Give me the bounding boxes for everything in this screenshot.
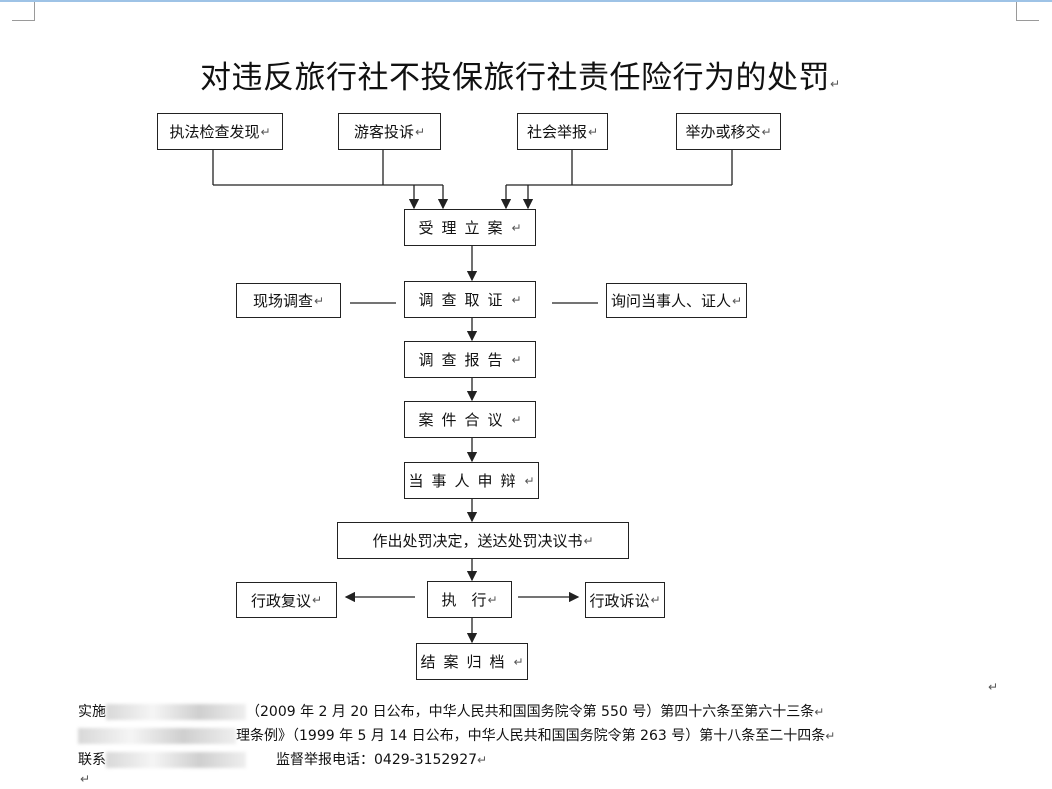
page-title: 对违反旅行社不投保旅行社责任险行为的处罚↵ [200,52,940,97]
footer-prefix: 联系 [78,752,106,768]
source-box-transfer: 举办或移交↵ [676,113,781,150]
footer-prefix: 实施 [78,704,106,720]
paragraph-mark-icon: ↵ [988,680,999,694]
side-label: 行政诉讼 [589,591,650,610]
page-title-text: 对违反旅行社不投保旅行社责任险行为的处罚 [200,60,830,96]
paragraph-mark-icon: ↵ [524,473,535,488]
source-label: 游客投诉 [353,123,414,141]
step-label: 受理立案 [418,219,511,237]
page-corner-mark-left [12,2,35,21]
paragraph-mark-icon: ↵ [511,220,522,235]
paragraph-mark-icon: ↵ [731,293,743,308]
paragraph-mark-icon: ↵ [761,124,772,139]
redacted-text [106,752,246,768]
paragraph-mark-icon: ↵ [80,772,91,786]
step-investigate: 调查取证↵ [404,281,536,318]
paragraph-mark-icon: ↵ [311,593,323,607]
paragraph-mark-icon: ↵ [650,593,661,607]
source-box-inspection: 执法检查发现↵ [157,113,283,150]
paragraph-mark-icon: ↵ [487,592,498,607]
window-top-border [0,0,1052,2]
step-discuss: 案件合议↵ [404,401,536,438]
step-execute: 执 行↵ [427,581,512,618]
source-label: 执法检查发现 [169,123,260,141]
paragraph-mark-icon: ↵ [511,352,522,367]
source-box-public-report: 社会举报↵ [517,113,608,150]
source-box-complaint: 游客投诉↵ [338,113,441,150]
paragraph-mark-icon: ↵ [260,124,271,139]
step-label: 调查报告 [418,351,511,369]
redacted-text [78,728,236,744]
footer-regulation-text: 理条例》（1999 年 5 月 14 日公布，中华人民共和国国务院令第 263 … [236,728,826,744]
step-label: 当事人申辩 [408,472,524,490]
step-accept: 受理立案↵ [404,209,536,246]
side-admin-litigation: 行政诉讼↵ [585,582,665,618]
paragraph-mark-icon: ↵ [587,124,599,139]
paragraph-mark-icon: ↵ [477,753,488,767]
side-label: 询问当事人、证人 [610,292,731,310]
paragraph-mark-icon: ↵ [830,77,841,91]
step-report: 调查报告↵ [404,341,536,378]
step-close: 结案归档↵ [416,643,528,680]
step-label: 作出处罚决定，送达处罚决议书 [372,532,583,550]
paragraph-mark-icon: ↵ [414,124,426,139]
paragraph-mark-icon: ↵ [313,293,325,308]
side-onsite-investigation: 现场调查↵ [236,283,341,318]
side-label: 现场调查 [252,292,313,310]
footer-line-2: 理条例》（1999 年 5 月 14 日公布，中华人民共和国国务院令第 263 … [78,725,835,745]
step-label: 结案归档 [420,653,513,671]
paragraph-mark-icon: ↵ [814,705,825,719]
source-label: 社会举报 [526,123,587,141]
footer-line-3: 联系 监督举报电话：0429-3152927↵ [78,749,487,769]
step-label: 执 行 [441,591,487,609]
footer-line-1: 实施 （2009 年 2 月 20 日公布，中华人民共和国国务院令第 550 号）… [78,701,824,721]
step-decision: 作出处罚决定，送达处罚决议书↵ [337,522,629,559]
paragraph-mark-icon: ↵ [825,729,836,743]
page-corner-mark-right [1016,2,1039,21]
step-defense: 当事人申辩↵ [404,462,539,499]
step-label: 案件合议 [418,411,511,429]
footer-law-text: （2009 年 2 月 20 日公布，中华人民共和国国务院令第 550 号）第四… [246,704,815,720]
side-inquiry: 询问当事人、证人↵ [606,283,747,318]
redacted-text [106,704,246,720]
side-admin-review: 行政复议↵ [236,582,337,618]
paragraph-mark-icon: ↵ [511,292,522,307]
footer-hotline: 监督举报电话：0429-3152927 [276,752,478,768]
paragraph-mark-icon: ↵ [511,412,522,427]
paragraph-mark-icon: ↵ [513,654,524,669]
step-label: 调查取证 [418,291,511,309]
paragraph-mark-icon: ↵ [583,533,594,548]
side-label: 行政复议 [250,591,311,610]
source-label: 举办或移交 [685,123,761,141]
